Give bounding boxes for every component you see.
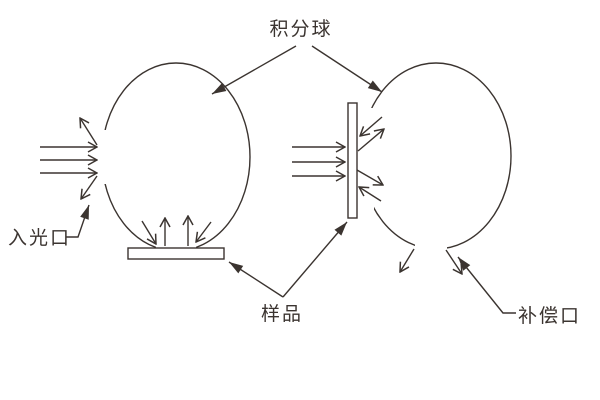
reflection-arrows: [141, 216, 212, 246]
pointer-line: [211, 45, 297, 95]
label-pointer-integrating-sphere: [211, 45, 383, 95]
sample-plate-horizontal: [127, 247, 225, 260]
scatter-arrow: [356, 169, 383, 185]
incident-ray-on-sample: [196, 221, 212, 242]
exit-ray: [400, 248, 415, 272]
transmission-scatter-arrows: [356, 116, 384, 202]
scatter-arrow: [81, 175, 98, 199]
sphere-port-masks: [96, 108, 447, 258]
incident-beam-middle: [292, 147, 345, 176]
pointer-line: [282, 221, 348, 298]
entrance-port-scatter-arrows: [80, 118, 98, 199]
left-integrating-sphere: [101, 62, 251, 252]
label-pointer-compensation-port: [457, 256, 516, 314]
sample-label: 样品: [261, 303, 303, 325]
incident-beam-left: [40, 147, 97, 173]
label-pointer-sample: [228, 221, 348, 298]
scatter-arrow: [359, 187, 382, 202]
pointer-line: [228, 261, 284, 298]
integrating-sphere-label: 积分球: [269, 18, 332, 40]
compensation-port-gap: [415, 242, 447, 258]
pointer-line: [311, 45, 383, 93]
scatter-arrow: [360, 116, 383, 136]
right-integrating-sphere: [360, 62, 512, 250]
entrance-port-gap: [96, 130, 110, 184]
label-pointer-entrance-port: [66, 204, 90, 238]
compensation-port-label: 补偿口: [518, 305, 581, 327]
entrance-port-label: 入光口: [8, 227, 71, 249]
scatter-arrow: [80, 118, 98, 146]
exit-ray: [445, 249, 462, 274]
scatter-arrow: [357, 129, 384, 152]
sample-plate-vertical: [347, 102, 358, 219]
incident-ray-on-sample: [141, 220, 156, 244]
